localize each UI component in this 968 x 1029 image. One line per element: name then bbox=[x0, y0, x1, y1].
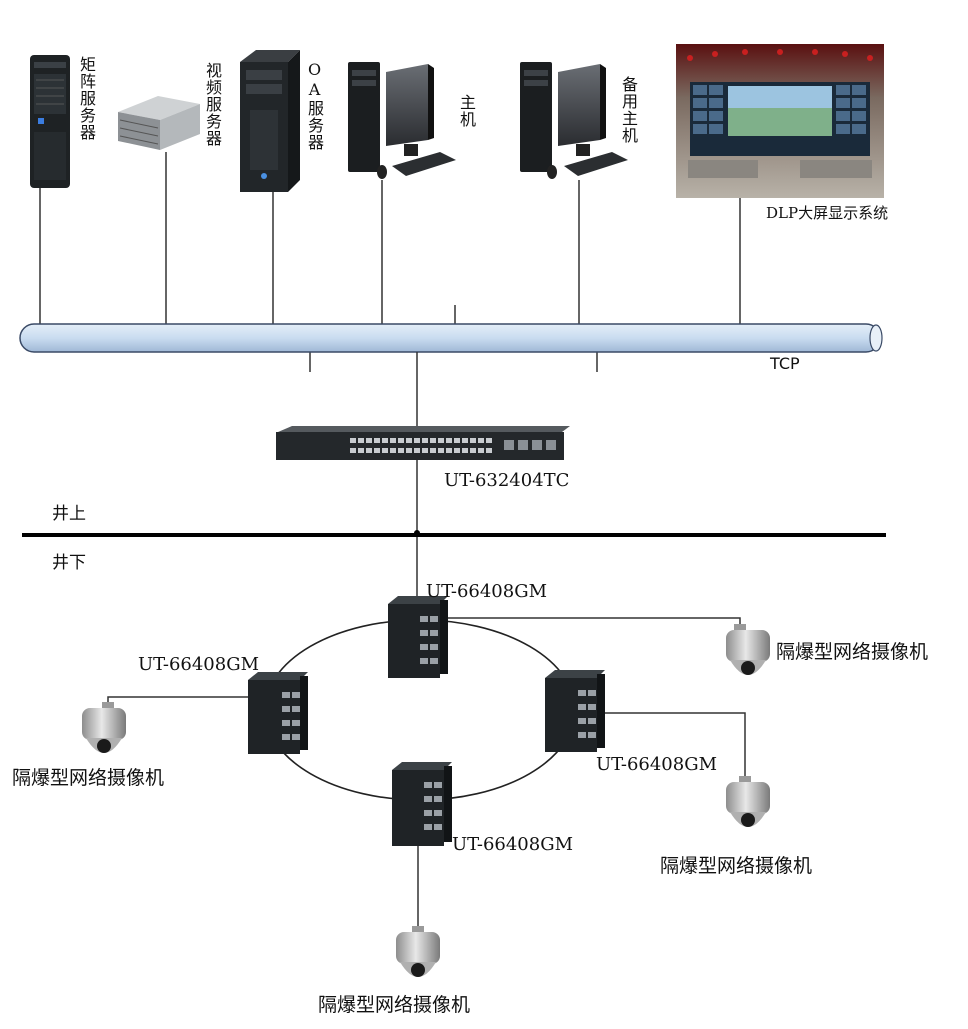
dlp-label: DLP大屏显示系统 bbox=[766, 204, 889, 222]
server-drop-lines bbox=[39, 152, 741, 372]
video-server-icon bbox=[118, 96, 200, 150]
tcp-bus bbox=[19, 323, 883, 353]
matrix-server-icon bbox=[30, 55, 70, 188]
camera-right-label: 隔爆型网络摄像机 bbox=[660, 855, 813, 877]
camera-top-right-label: 隔爆型网络摄像机 bbox=[776, 641, 929, 663]
ring-switch-left-label: UT-66408GM bbox=[138, 654, 260, 675]
dlp-display-image bbox=[676, 44, 884, 198]
host-label: 主机 bbox=[457, 94, 476, 128]
video-server-label: 视频服务器 bbox=[203, 62, 222, 147]
ground-divider bbox=[22, 530, 886, 537]
matrix-server-label: 矩阵服务器 bbox=[77, 56, 96, 141]
right-camera-link bbox=[602, 712, 746, 780]
ring-switch-top-icon bbox=[388, 596, 448, 678]
oa-server-label: OA服务器 bbox=[305, 60, 324, 151]
above-ground-label: 井上 bbox=[52, 504, 86, 524]
camera-bottom-label: 隔爆型网络摄像机 bbox=[318, 994, 471, 1016]
left-camera-link bbox=[107, 696, 250, 706]
ring-switch-bottom-icon bbox=[392, 762, 452, 846]
camera-left-label: 隔爆型网络摄像机 bbox=[12, 767, 165, 789]
tcp-bus-label: TCP bbox=[770, 354, 800, 373]
core-switch-label: UT-632404TC bbox=[444, 470, 570, 491]
host-pc-icon bbox=[348, 62, 456, 179]
camera-right-icon bbox=[726, 776, 770, 827]
ring-switch-bottom-label: UT-66408GM bbox=[452, 834, 574, 855]
ring-switch-right-icon bbox=[545, 670, 605, 752]
underground-label: 井下 bbox=[52, 553, 86, 573]
ring-switch-top-label: UT-66408GM bbox=[426, 581, 548, 602]
ring-switch-right-label: UT-66408GM bbox=[596, 754, 718, 775]
camera-left-icon bbox=[82, 702, 126, 753]
camera-bottom-icon bbox=[396, 926, 440, 977]
camera-top-right-icon bbox=[726, 624, 770, 675]
backup-host-pc-icon bbox=[520, 62, 628, 179]
top-camera-link bbox=[446, 617, 741, 628]
oa-server-icon bbox=[240, 50, 300, 192]
ring-switch-left-icon bbox=[248, 672, 308, 754]
backup-host-label: 备用主机 bbox=[619, 76, 638, 144]
core-switch-icon bbox=[276, 426, 570, 460]
